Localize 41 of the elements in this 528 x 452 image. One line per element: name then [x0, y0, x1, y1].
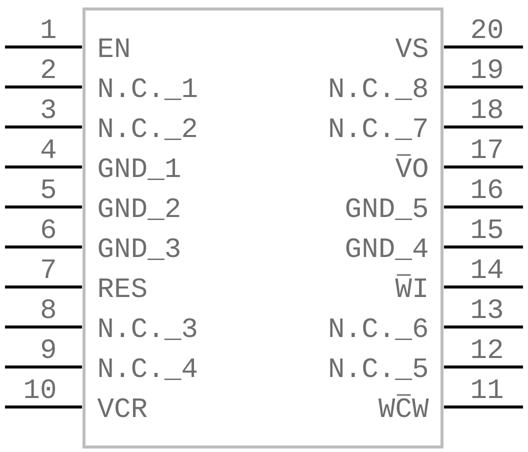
pin-name: GND_2 [98, 198, 180, 220]
pin-number: 16 [472, 179, 502, 198]
pin-number: 19 [472, 59, 502, 78]
pin-number: 2 [42, 59, 55, 78]
pin-name: VCR [97, 398, 147, 418]
pin-number: 8 [42, 299, 55, 318]
pin-name: N.C._8 [330, 78, 427, 100]
pin-name: VS [395, 38, 428, 58]
pin-name: GND_3 [98, 238, 180, 260]
pin-number: 3 [42, 99, 56, 118]
pin-name: N.C._7 [330, 118, 427, 140]
pin-name: EN [99, 38, 129, 57]
pin-number: 1 [42, 20, 56, 38]
pin-name: N.C._2 [99, 118, 196, 140]
pin-name: GND_4 [346, 238, 428, 260]
pin-number: 10 [25, 379, 56, 398]
pin-name: N.C._5 [330, 358, 427, 380]
pin-name: GND_1 [98, 158, 180, 180]
pin-name: WI [395, 278, 426, 297]
pin-name: WCW [378, 398, 429, 418]
pin-name: GND_5 [346, 198, 427, 220]
chip-body [82, 8, 444, 448]
pin-number: 9 [42, 339, 55, 358]
pin-name: RES [99, 278, 146, 298]
pin-number: 15 [472, 220, 502, 238]
pin-number: 17 [472, 140, 502, 158]
pin-number: 13 [472, 299, 502, 318]
pin-number: 4 [41, 140, 56, 158]
pin-number: 7 [42, 260, 55, 278]
pin-name: N.C._1 [99, 78, 197, 100]
pin-name: N.C._3 [99, 318, 196, 340]
pin-number: 12 [472, 339, 502, 358]
pin-number: 20 [472, 19, 502, 38]
pin-name: VO [395, 158, 428, 178]
pin-number: 18 [472, 99, 502, 118]
pin-number: 6 [42, 219, 55, 238]
pin-name: N.C._6 [330, 318, 427, 340]
pin-name: N.C._4 [99, 358, 197, 380]
pin-number: 14 [472, 260, 502, 278]
pin-number: 11 [472, 380, 502, 398]
pin-number: 5 [42, 180, 56, 198]
